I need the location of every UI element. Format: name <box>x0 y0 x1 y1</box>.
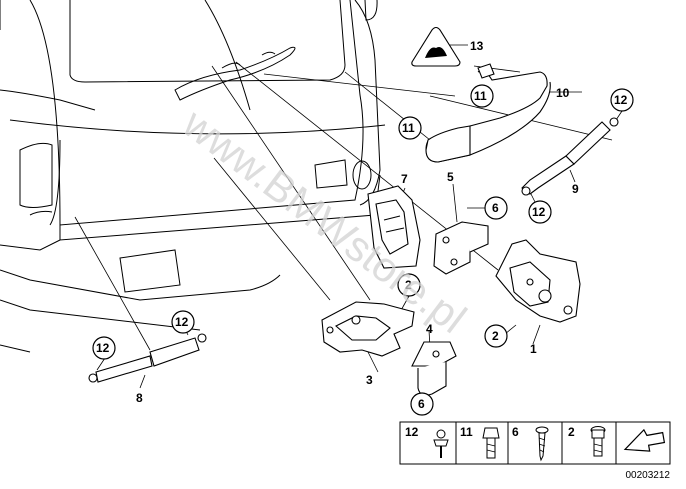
callout-2-right: 2 <box>492 329 499 343</box>
callout-3: 3 <box>366 373 373 387</box>
callout-6-upper: 6 <box>492 201 499 215</box>
ball-stud-icon <box>433 429 449 458</box>
hardware-legend: 12 11 6 2 <box>399 421 671 465</box>
callout-5: 5 <box>447 170 454 184</box>
callout-1: 1 <box>530 342 537 356</box>
callout-2-left: 2 <box>405 278 412 292</box>
flange-bolt-icon <box>590 426 606 457</box>
legend-number-2: 2 <box>568 425 575 439</box>
torx-screw-icon <box>535 426 549 462</box>
watermark: www.BMWstore.pl <box>174 99 475 342</box>
car-body-outline <box>0 0 386 353</box>
gas-strut-part-8 <box>88 333 207 383</box>
bracket-part-7 <box>367 185 421 269</box>
callout-12-right-top: 12 <box>614 93 628 107</box>
arrow-next-icon[interactable] <box>622 427 666 456</box>
legend-number-12: 12 <box>405 425 419 439</box>
callout-4: 4 <box>426 322 433 336</box>
lock-part-1 <box>495 239 581 323</box>
legend-number-6: 6 <box>512 425 519 439</box>
diagram-id: 00203212 <box>626 470 671 481</box>
callout-10: 10 <box>556 86 570 100</box>
callouts: 13 11 10 12 11 9 12 7 5 6 2 4 2 1 3 6 12… <box>92 39 634 416</box>
handle-part-10 <box>425 63 551 163</box>
callout-12-right-bottom: 12 <box>532 205 546 219</box>
gas-strut-part-9 <box>521 117 619 196</box>
lock-part-3 <box>321 301 415 357</box>
callout-7: 7 <box>401 172 408 186</box>
callout-11-upper: 11 <box>474 89 487 103</box>
callout-13: 13 <box>470 39 484 53</box>
callout-12-left-top: 12 <box>175 315 189 329</box>
hex-bolt-icon <box>482 427 500 459</box>
bracket-part-5 <box>433 221 489 275</box>
callout-6-lower: 6 <box>418 397 425 411</box>
striker-part-4 <box>411 341 457 396</box>
callout-9: 9 <box>572 182 579 196</box>
callout-12-left-bottom: 12 <box>96 341 110 355</box>
warning-label-part-13 <box>411 26 461 67</box>
legend-number-11: 11 <box>460 425 473 439</box>
callout-8: 8 <box>136 391 143 405</box>
callout-11-lower: 11 <box>402 121 415 135</box>
